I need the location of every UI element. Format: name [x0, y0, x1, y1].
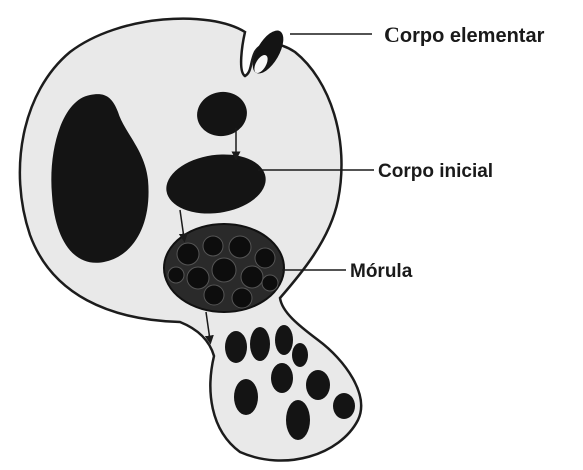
label-elementary-rest: orpo elementar: [400, 25, 545, 47]
label-initial-body: Corpo inicial: [378, 161, 493, 182]
label-morula: Mórula: [350, 261, 413, 282]
label-elementary-body: Corpo elementar: [384, 22, 545, 47]
